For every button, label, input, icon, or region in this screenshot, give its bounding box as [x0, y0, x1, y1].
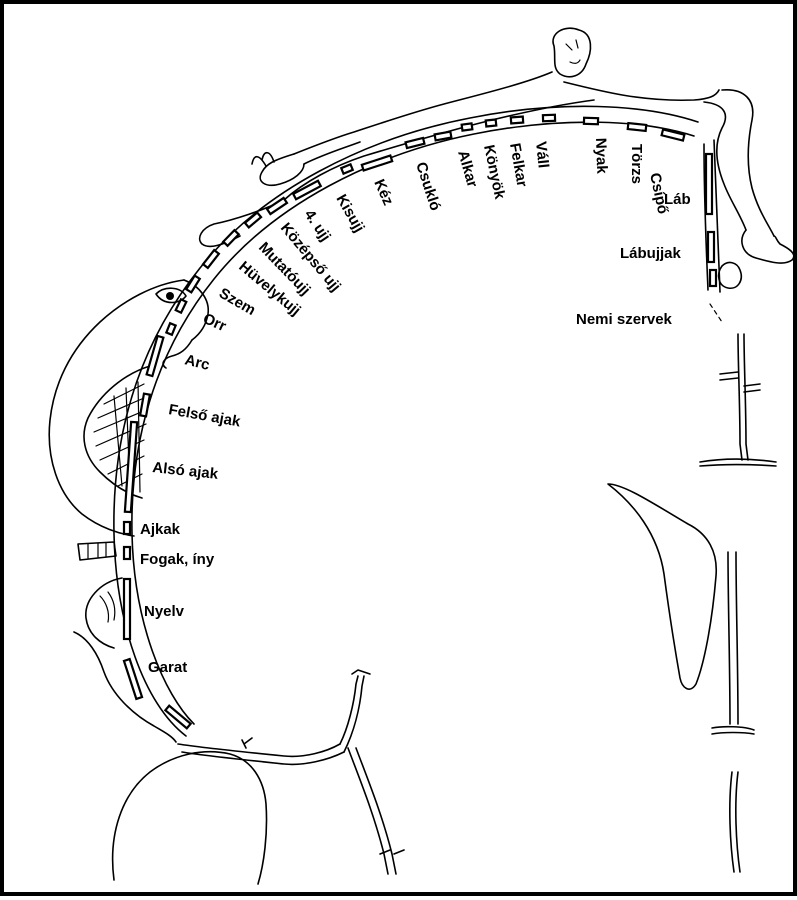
label-nyak: Nyak [592, 138, 610, 175]
homunculus-diagram: Láb Csípő Törzs Nyak Váll Felkar Könyök … [4, 4, 797, 900]
label-csuklo: Csukló [412, 160, 444, 213]
homunculus-foot [742, 230, 794, 263]
cortical-sections [608, 334, 776, 872]
face-tongue [86, 578, 122, 648]
label-csipo: Csípő [646, 171, 671, 215]
label-alkar: Alkar [454, 148, 481, 189]
label-konyok: Könyök [480, 143, 508, 201]
face-teeth [78, 542, 116, 560]
label-ajkak: Ajkak [140, 521, 181, 538]
homunculus-arm [260, 154, 304, 185]
face-throat [74, 632, 176, 742]
label-felso-ajak: Felső ajak [167, 401, 242, 430]
label-felkar: Felkar [506, 142, 530, 189]
label-nyelv: Nyelv [144, 603, 185, 620]
face-lips [84, 366, 150, 498]
label-vall: Váll [532, 141, 552, 169]
homunculus-genitals [719, 263, 742, 289]
label-nemi-szervek: Nemi szervek [576, 311, 673, 328]
label-labujjak: Lábujjak [620, 245, 682, 262]
label-orr: Orr [200, 310, 228, 335]
vessel-main [340, 676, 358, 744]
label-torzs: Törzs [628, 144, 645, 184]
label-arc: Arc [183, 351, 211, 374]
label-fogak-iny: Fogak, íny [140, 551, 215, 568]
label-szem: Szem [216, 285, 258, 319]
label-kez: Kéz [370, 177, 396, 208]
label-kisujj: Kisujj [333, 192, 368, 236]
label-garat: Garat [148, 659, 187, 676]
region-labels: Láb Csípő Törzs Nyak Váll Felkar Könyök … [140, 138, 691, 676]
wedge-section [608, 484, 716, 689]
label-also-ajak: Alsó ajak [152, 459, 220, 483]
homunculus-head [553, 28, 590, 77]
